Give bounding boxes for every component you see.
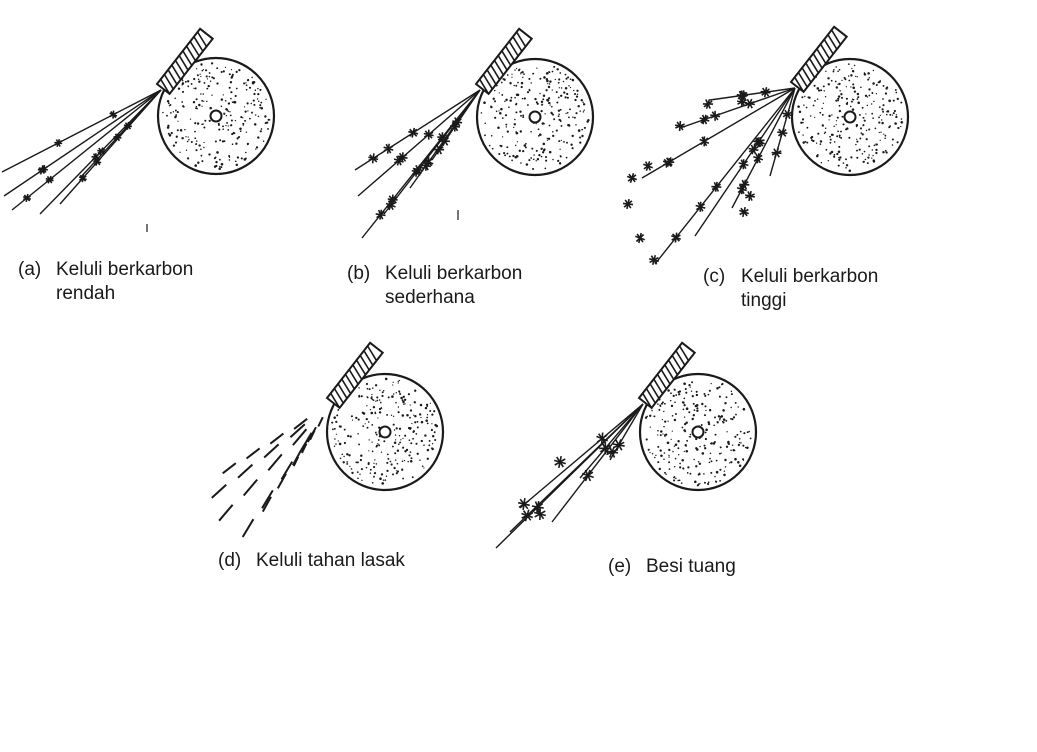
figure-c — [622, 25, 910, 266]
figure-b — [354, 27, 595, 239]
caption-d-line1: Keluli tahan lasak — [256, 550, 405, 571]
wheel-texture-c — [797, 63, 904, 172]
wheel-texture-a — [162, 62, 271, 171]
caption-c-letter: (c) — [703, 266, 726, 287]
workpiece-bar-e — [637, 341, 697, 410]
wheel-hub-a — [209, 109, 223, 123]
spark-stream-a — [1, 89, 162, 215]
workpiece-bar-d — [325, 341, 385, 410]
caption-a-line1: Keluli berkarbon — [56, 259, 194, 280]
caption-c-line1: Keluli berkarbon — [741, 266, 879, 287]
caption-b-letter: (b) — [347, 263, 371, 284]
wheel-texture-d — [331, 377, 439, 485]
wheel-texture-b — [480, 65, 590, 171]
caption-e-letter: (e) — [608, 556, 632, 577]
caption-b: (b) Keluli berkarbon sederhana — [347, 262, 522, 310]
wheel-texture-e — [644, 381, 752, 487]
spark-stream-e — [495, 403, 644, 549]
figure-a — [1, 27, 276, 215]
workpiece-bar-c — [789, 25, 849, 94]
caption-c: (c) Keluli berkarbon tinggi — [703, 265, 878, 313]
caption-b-line1: Keluli berkarbon — [385, 263, 523, 284]
wheel-hub-d — [378, 425, 392, 439]
wheel-hub-e — [691, 425, 705, 439]
wheel-hub-b — [528, 110, 542, 124]
caption-a-letter: (a) — [18, 259, 42, 280]
workpiece-bar-b — [474, 27, 534, 96]
caption-a: (a) Keluli berkarbon rendah — [18, 258, 193, 306]
figure-e — [495, 341, 758, 549]
caption-e-line1: Besi tuang — [646, 556, 736, 577]
caption-d-letter: (d) — [218, 550, 242, 571]
figure-d — [211, 341, 445, 538]
spark-stream-d — [211, 416, 324, 538]
caption-d: (d) Keluli tahan lasak — [218, 549, 405, 573]
caption-e: (e) Besi tuang — [608, 555, 736, 579]
workpiece-bar-a — [155, 27, 215, 96]
wheel-hub-c — [843, 110, 857, 124]
spark-stream-b — [354, 89, 481, 239]
caption-b-line2: sederhana — [385, 287, 475, 308]
caption-a-line2: rendah — [56, 283, 116, 304]
caption-c-line2: tinggi — [741, 290, 787, 311]
